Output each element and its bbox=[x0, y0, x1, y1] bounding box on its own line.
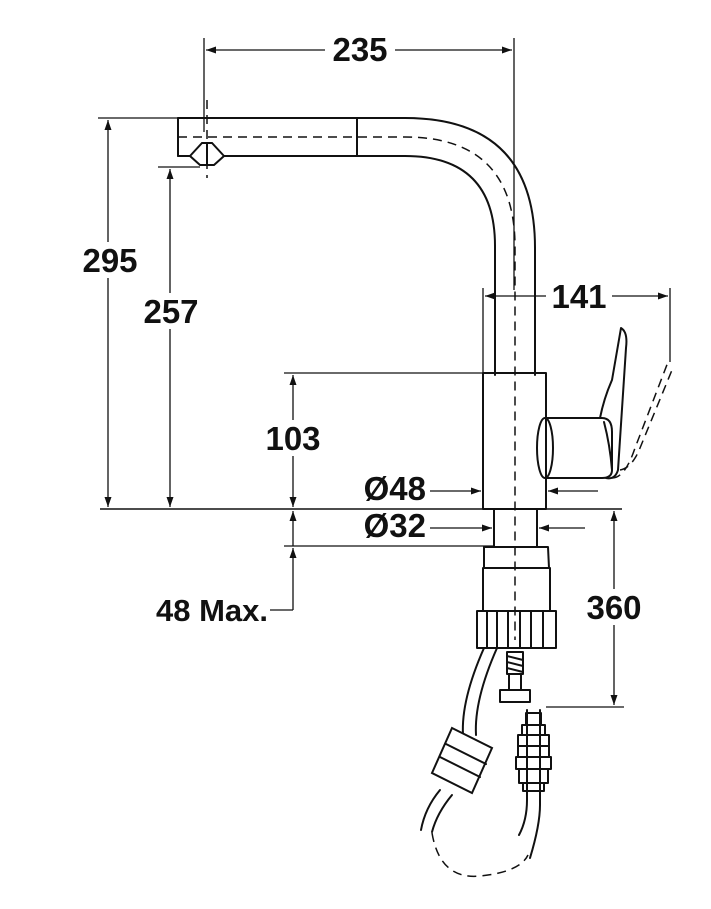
spout-reach-label: 235 bbox=[332, 31, 387, 68]
total-height-label: 295 bbox=[82, 242, 137, 279]
dimension-spout-height: 257 bbox=[137, 166, 203, 507]
dimension-total-height: 295 bbox=[76, 117, 215, 507]
spout bbox=[177, 117, 536, 640]
dimension-spout-reach: 235 bbox=[203, 31, 515, 290]
aerator-nozzle bbox=[188, 100, 226, 178]
body-diameter-label: Ø48 bbox=[364, 470, 426, 507]
lever-handle bbox=[536, 327, 673, 480]
hose-fitting bbox=[515, 712, 552, 792]
dimension-handle-reach: 141 bbox=[482, 278, 671, 375]
body-height-label: 103 bbox=[265, 420, 320, 457]
dimension-body-height: 103 bbox=[258, 372, 483, 507]
mounting-shank bbox=[476, 508, 557, 649]
deck-thickness-label: 48 Max. bbox=[156, 593, 268, 628]
dimension-hose-length: 360 bbox=[546, 511, 648, 708]
handle-reach-label: 141 bbox=[551, 278, 606, 315]
hose-length-label: 360 bbox=[586, 589, 641, 626]
hose-weight bbox=[430, 726, 494, 795]
shank-diameter-label: Ø32 bbox=[364, 507, 426, 544]
threaded-connector bbox=[499, 651, 531, 703]
dimension-deck-thickness: 48 Max. bbox=[156, 511, 494, 628]
spout-height-label: 257 bbox=[143, 293, 198, 330]
dimension-body-diameter: Ø48 bbox=[364, 470, 598, 507]
supply-hoses bbox=[420, 647, 541, 878]
dimension-shank-diameter: Ø32 bbox=[364, 507, 585, 544]
